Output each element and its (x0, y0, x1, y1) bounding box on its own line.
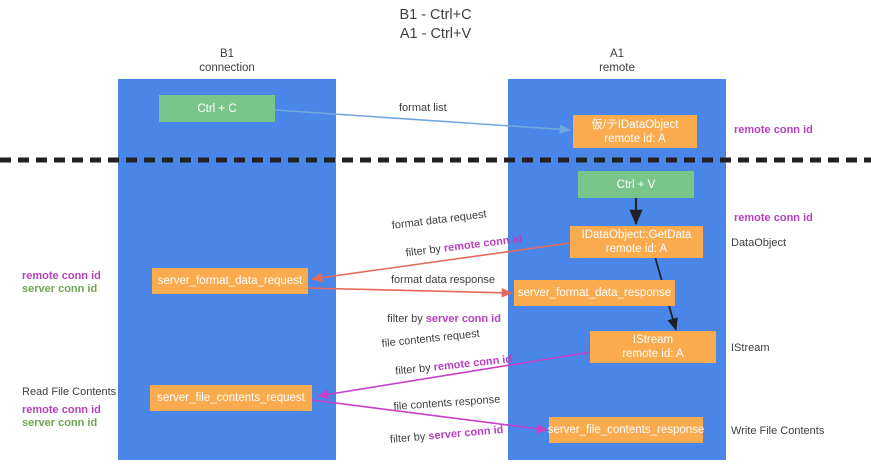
annotation-left-server-conn-id: server conn id (22, 283, 98, 295)
annotation-remote-conn-id-top: remote conn id (734, 124, 813, 136)
lane-header-a1: A1 remote (599, 48, 635, 74)
edge-label-file-contents-response-filter: filter by server conn id (376, 409, 505, 462)
lane-header-b1: B1 connection (199, 48, 255, 74)
node-ctrl-c[interactable]: Ctrl + C (159, 95, 275, 122)
edge-label-format-data-response: format data response (391, 274, 495, 286)
annotation-left-remote-conn-id: remote conn id (22, 270, 101, 282)
annotation-istream: IStream (731, 342, 770, 354)
filter-prefix-4: filter by (389, 430, 429, 446)
node-server-format-data-response[interactable]: server_format_data_response (514, 280, 675, 306)
filter-key-server-conn-id-2: server conn id (427, 423, 504, 443)
node-ctrl-v[interactable]: Ctrl + V (578, 171, 694, 198)
filter-key-remote-conn-id-2: remote conn id (433, 353, 513, 374)
filter-prefix-1: filter by (404, 242, 445, 260)
annotation-remote-conn-id-mid: remote conn id (734, 212, 813, 224)
annotation-write-file-contents: Write File Contents (731, 425, 825, 437)
filter-key-remote-conn-id-1: remote conn id (443, 233, 523, 255)
edge-label-format-data-response-filter: filter by server conn id (375, 298, 501, 340)
filter-prefix-3: filter by (394, 361, 435, 378)
filter-prefix-2: filter by (387, 313, 426, 325)
node-server-file-contents-request[interactable]: server_file_contents_request (150, 385, 312, 411)
node-server-file-contents-response[interactable]: server_file_contents_response (548, 417, 704, 443)
node-istream[interactable]: IStream remote id: A (590, 331, 716, 363)
page-title: B1 - Ctrl+C A1 - Ctrl+V (399, 7, 472, 42)
edge-label-format-list: format list (399, 102, 447, 114)
node-idataobject-remote[interactable]: 仮/テIDataObject remote id: A (573, 115, 697, 148)
node-idataobject-getdata[interactable]: IDataObject::GetData remote id: A (570, 226, 703, 258)
node-server-format-data-request[interactable]: server_format_data_request (152, 268, 308, 294)
annotation-left-server-conn-id-2: server conn id (22, 417, 98, 429)
annotation-dataobject: DataObject (731, 237, 787, 249)
filter-key-server-conn-id-1: server conn id (425, 313, 501, 325)
annotation-left-remote-conn-id-2: remote conn id (22, 404, 101, 416)
annotation-read-file-contents: Read File Contents (22, 386, 117, 398)
